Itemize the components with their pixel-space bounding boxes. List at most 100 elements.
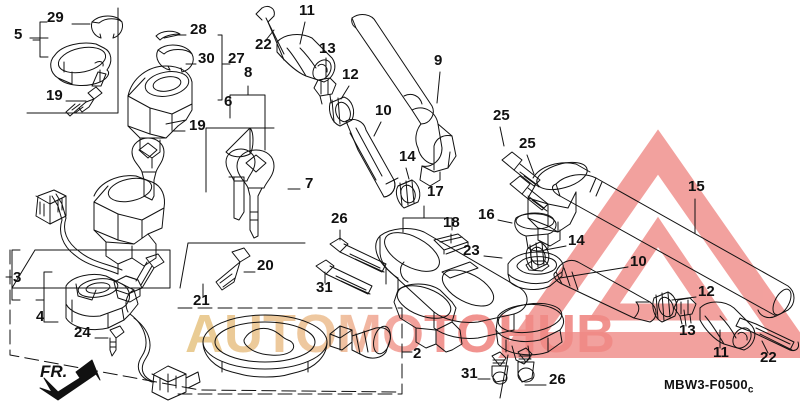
leader-22-right: [761, 340, 769, 354]
leader-28: [163, 34, 187, 39]
part-lock-cylinder: [329, 325, 391, 359]
leader-13-right: [683, 309, 687, 327]
part-13-clip-top: [313, 77, 337, 105]
divider-bottom: [499, 354, 509, 399]
callout-25-b: 25: [519, 135, 536, 152]
part-4-handle-lock: [65, 273, 139, 331]
part-top-bridge: [375, 228, 564, 365]
part-10-rod-right: [553, 259, 657, 323]
harness-wire-lower2: [133, 317, 155, 383]
callout-4: 4: [36, 308, 45, 325]
callout-23: 23: [463, 242, 480, 259]
callout-28: 28: [190, 21, 207, 38]
callout-30: 30: [198, 50, 215, 67]
leader-14-right: [544, 245, 567, 251]
part-24-screw: [109, 325, 125, 357]
callout-10-right: 10: [630, 253, 647, 270]
callout-17: 17: [427, 183, 444, 200]
part-number-text: MBW3-F0500: [664, 377, 748, 392]
callout-22-top: 22: [255, 36, 272, 53]
callout-22-right: 22: [760, 349, 777, 366]
dashed-boundary-left: [9, 249, 401, 393]
bracket-4: [35, 271, 59, 323]
callout-13-right: 13: [679, 322, 696, 339]
part-18-plate: [433, 233, 469, 255]
callout-6: 6: [224, 93, 233, 110]
part-15-handlebar: [552, 174, 795, 319]
part-31-bolt-upper: [315, 259, 373, 295]
part-25-bolt-b: [509, 175, 549, 212]
callout-31-bottom: 31: [461, 365, 478, 382]
part-5-holder: [50, 42, 112, 87]
frame-21: [11, 249, 171, 289]
bracket-27: [217, 34, 231, 101]
part-12-bush-top: [329, 96, 355, 127]
leader-14-top: [405, 167, 410, 180]
leader-9: [436, 71, 441, 104]
leader-12-top: [340, 85, 350, 100]
callout-11-right: 11: [713, 344, 729, 361]
harness-wire-upper2: [64, 217, 123, 271]
part-25-bolt-a: [501, 151, 541, 188]
callout-15: 15: [688, 178, 705, 195]
callout-21: 21: [193, 292, 210, 309]
callout-16: 16: [478, 206, 495, 223]
front-arrow-outline: [39, 359, 101, 401]
bracket-5: [32, 21, 49, 58]
part-26-bolt-upper: [329, 237, 387, 273]
leader-25a: [499, 126, 505, 147]
harness-wire-lower: [129, 313, 153, 383]
leader-10-top: [373, 121, 382, 137]
callout-11-top: 11: [299, 2, 315, 19]
part-14-nut-top: [395, 179, 421, 209]
callout-19-bottom: 19: [189, 117, 206, 134]
callout-24: 24: [74, 324, 91, 341]
frame-top-left: [26, 7, 119, 114]
part-10-rod-top: [345, 118, 399, 198]
frame-2: [177, 307, 403, 395]
part-connector-upper: [35, 189, 67, 225]
part-11-grip-right: [699, 301, 756, 351]
callout-26-upper: 26: [331, 210, 348, 227]
callout-25-a: 25: [493, 107, 510, 124]
harness-wire-upper: [60, 219, 119, 275]
part-21-bolt: [113, 253, 165, 303]
front-direction-label: FR.: [40, 362, 68, 381]
part-31-bolt-bottom: [491, 351, 509, 385]
front-direction-arrow: [40, 360, 100, 400]
part-connector-lower: [151, 365, 201, 401]
part-17-nut: [397, 179, 413, 187]
part-7-key-b: [225, 148, 256, 221]
bracket-3: [5, 249, 21, 301]
part-key-in-switch: [131, 137, 165, 201]
part-27-switch-body: [127, 65, 193, 169]
leader-11-top: [299, 21, 306, 45]
callout-29: 29: [47, 9, 64, 26]
part-22-bolt-top: [255, 5, 285, 61]
frame-20: [179, 242, 306, 289]
callout-20: 20: [257, 257, 274, 274]
frame-keys: [205, 127, 275, 193]
callout-10-top: 10: [375, 102, 392, 119]
part-14-nut-right: [525, 241, 550, 271]
callout-27: 27: [228, 50, 245, 67]
callout-7: 7: [305, 175, 314, 192]
part-9-holder-upper: [351, 14, 457, 187]
callout-12-right: 12: [698, 283, 715, 300]
part-holder-right: [527, 161, 591, 247]
part-2-cap: [202, 314, 328, 378]
leader-10-right: [559, 266, 629, 279]
bracket-8: [229, 85, 266, 151]
callout-14-top: 14: [399, 148, 416, 165]
callout-9: 9: [434, 52, 443, 69]
part-16-plug: [514, 212, 557, 252]
harness-wire-upper3: [51, 195, 63, 221]
part-12-bush-right: [652, 291, 678, 323]
callout-26-bottom: 26: [549, 371, 566, 388]
part-13-clip-right: [673, 297, 697, 325]
part-22-bolt-right: [735, 317, 799, 351]
part-3-ignition-switch: [93, 175, 165, 275]
callout-3: 3: [13, 269, 22, 286]
leader-25b: [526, 154, 535, 175]
